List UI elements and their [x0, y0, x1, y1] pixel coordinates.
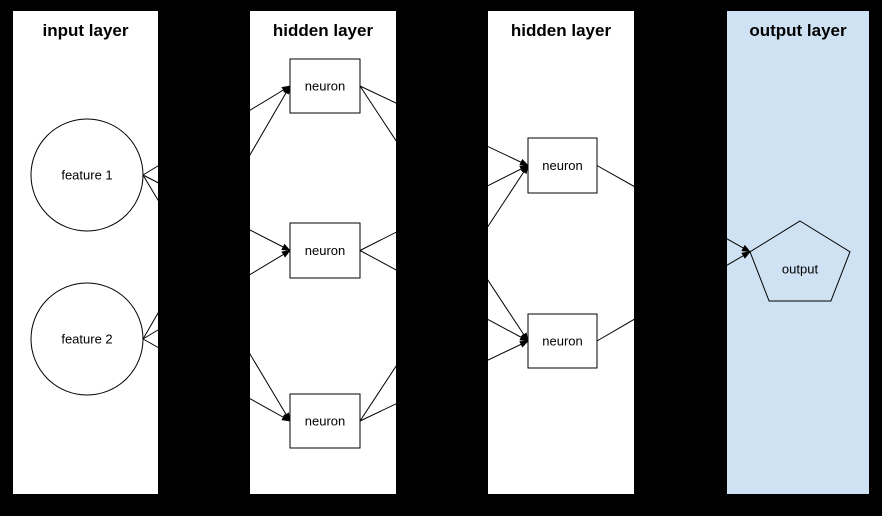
node-out	[749, 220, 851, 302]
edge-n1-m2	[359, 85, 529, 342]
edge-n1-m1	[359, 85, 529, 166]
edge-f2-n3	[142, 338, 291, 422]
layer-panel-input	[13, 11, 158, 494]
edge-n3-m2	[359, 340, 529, 422]
node-label-n1: neuron	[305, 79, 345, 94]
edge-n3-m1	[359, 164, 529, 422]
edge-n2-m2	[359, 250, 529, 342]
edge-m1-out	[596, 165, 751, 253]
layer-title-hidden1: hidden layer	[273, 21, 374, 40]
node-m1	[527, 137, 598, 194]
node-label-f1: feature 1	[61, 168, 112, 183]
node-label-m2: neuron	[542, 334, 582, 349]
node-label-n2: neuron	[305, 243, 345, 258]
edge-n2-m1	[359, 165, 529, 251]
layer-title-output: output layer	[749, 21, 847, 40]
node-n2	[289, 222, 361, 279]
node-f1	[30, 118, 144, 232]
edge-f1-n3	[142, 174, 291, 422]
node-label-m1: neuron	[542, 158, 582, 173]
edge-m2-out	[596, 251, 751, 342]
node-label-n3: neuron	[305, 414, 345, 429]
node-label-out: output	[782, 262, 819, 277]
edge-f1-n1	[142, 85, 291, 176]
node-n1	[289, 58, 361, 114]
node-f2	[30, 282, 144, 396]
edge-f2-n2	[142, 249, 291, 340]
layer-title-input: input layer	[43, 21, 129, 40]
layer-title-hidden2: hidden layer	[511, 21, 612, 40]
edge-f2-n1	[142, 85, 291, 340]
node-label-f2: feature 2	[61, 332, 112, 347]
layer-panel-hidden2	[488, 11, 634, 494]
node-m2	[527, 313, 598, 369]
node-n3	[289, 393, 361, 449]
